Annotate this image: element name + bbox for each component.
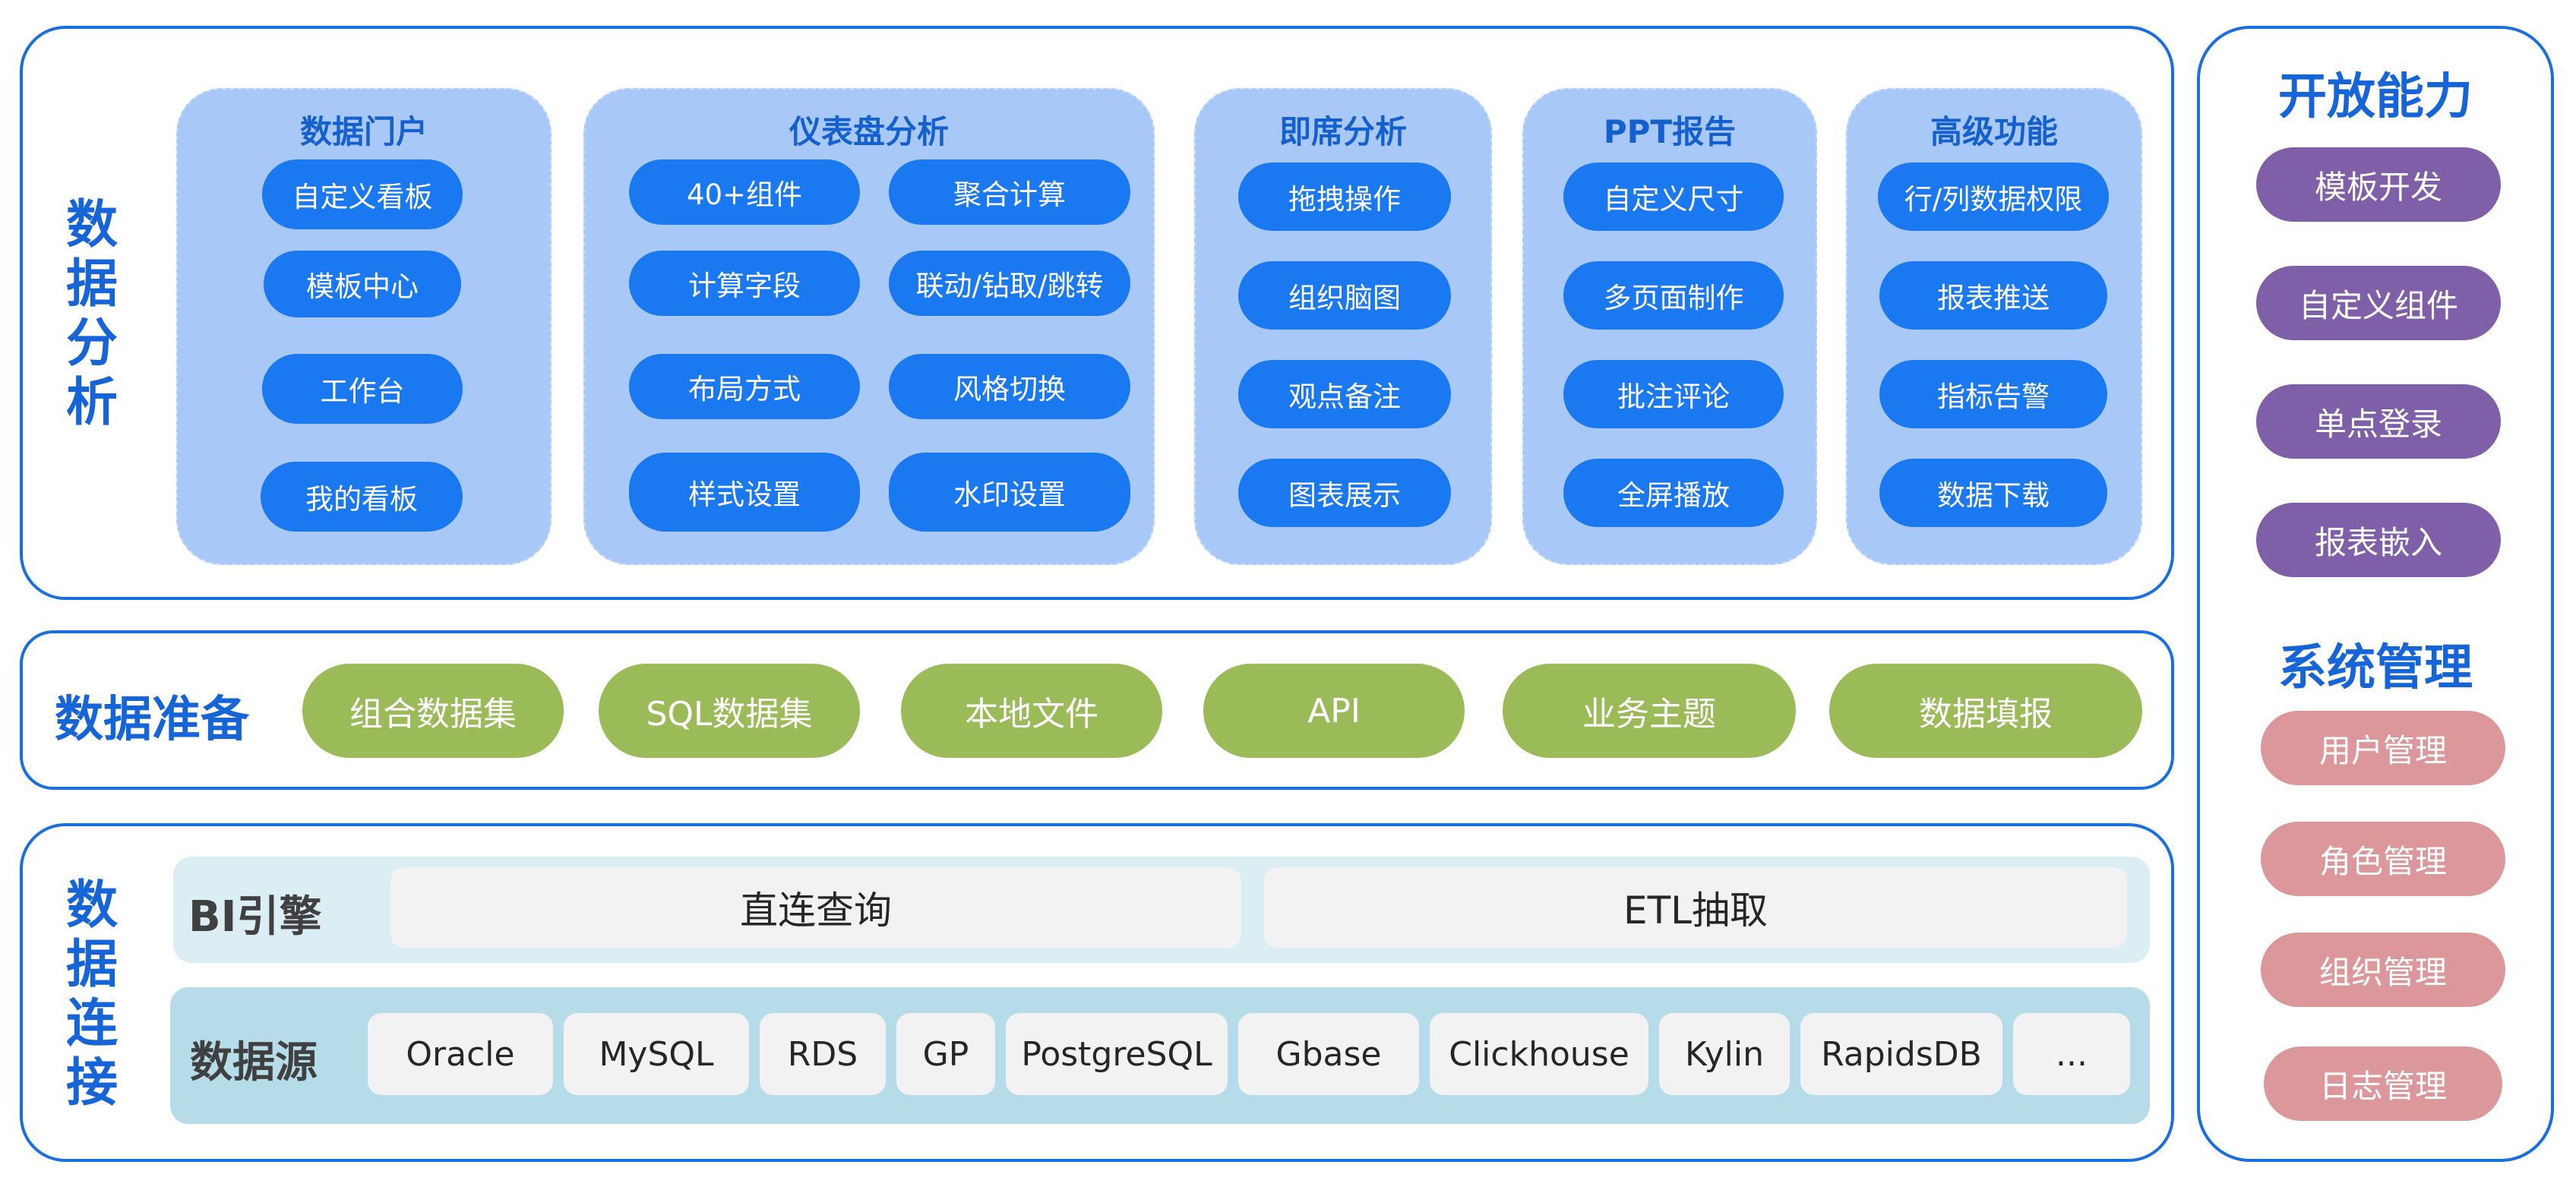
open-item[interactable]: 模板开发 — [2256, 147, 2501, 222]
adhoc-item[interactable]: 拖拽操作 — [1238, 163, 1451, 231]
prep-title: 数据准备 — [55, 692, 249, 748]
prep-item[interactable]: 数据填报 — [1829, 664, 2142, 758]
prep-item[interactable]: 业务主题 — [1503, 664, 1796, 758]
advanced-item[interactable]: 报表推送 — [1879, 261, 2107, 330]
data-source-label: 数据源 — [190, 1038, 318, 1087]
engine-item[interactable]: 直连查询 — [390, 867, 1241, 948]
open-item[interactable]: 单点登录 — [2256, 384, 2501, 459]
connect-panel: 数据连接 BI引擎 直连查询 ETL抽取 数据源 Oracle MySQL RD… — [20, 823, 2174, 1162]
bi-engine-bar: BI引擎 直连查询 ETL抽取 — [173, 857, 2150, 963]
bi-engine-label: BI引擎 — [188, 892, 322, 942]
portal-item[interactable]: 自定义看板 — [262, 159, 463, 229]
dashboard-item[interactable]: 风格切换 — [889, 354, 1130, 419]
source-item[interactable]: RapidsDB — [1800, 1013, 2002, 1095]
ppt-item[interactable]: 批注评论 — [1563, 360, 1784, 428]
prep-item[interactable]: 组合数据集 — [302, 664, 564, 758]
portal-item[interactable]: 工作台 — [262, 354, 463, 424]
portal-item[interactable]: 模板中心 — [264, 251, 461, 317]
group-dashboard-analysis: 仪表盘分析 40+组件 聚合计算 计算字段 联动/钻取/跳转 布局方式 风格切换… — [583, 88, 1155, 565]
prep-panel: 数据准备 组合数据集 SQL数据集 本地文件 API 业务主题 数据填报 — [20, 630, 2174, 790]
adhoc-item[interactable]: 图表展示 — [1238, 459, 1451, 527]
group-title: 仪表盘分析 — [789, 113, 949, 150]
dashboard-item[interactable]: 样式设置 — [629, 453, 860, 532]
source-item[interactable]: PostgreSQL — [1006, 1013, 1228, 1095]
source-item[interactable]: ... — [2013, 1013, 2130, 1095]
prep-item[interactable]: 本地文件 — [901, 664, 1162, 758]
group-adhoc-analysis: 即席分析 拖拽操作 组织脑图 观点备注 图表展示 — [1194, 88, 1492, 565]
system-item[interactable]: 日志管理 — [2264, 1046, 2502, 1121]
dashboard-item[interactable]: 联动/钻取/跳转 — [889, 251, 1130, 316]
prep-item[interactable]: API — [1203, 664, 1465, 758]
dashboard-item[interactable]: 布局方式 — [629, 354, 860, 419]
adhoc-item[interactable]: 组织脑图 — [1238, 261, 1451, 330]
group-ppt-report: PPT报告 自定义尺寸 多页面制作 批注评论 全屏播放 — [1522, 88, 1817, 565]
connect-title: 数据连接 — [65, 876, 118, 1113]
data-source-bar: 数据源 Oracle MySQL RDS GP PostgreSQL Gbase… — [170, 987, 2150, 1124]
system-title: 系统管理 — [2278, 640, 2473, 696]
source-item[interactable]: Oracle — [368, 1013, 553, 1095]
dashboard-item[interactable]: 计算字段 — [629, 251, 860, 316]
open-item[interactable]: 报表嵌入 — [2256, 503, 2501, 577]
source-item[interactable]: Gbase — [1238, 1013, 1419, 1095]
right-panel: 开放能力 模板开发 自定义组件 单点登录 报表嵌入 系统管理 用户管理 角色管理… — [2197, 26, 2554, 1162]
adhoc-item[interactable]: 观点备注 — [1238, 360, 1451, 428]
group-title: PPT报告 — [1603, 113, 1737, 150]
group-data-portal: 数据门户 自定义看板 模板中心 工作台 我的看板 — [176, 88, 552, 565]
portal-item[interactable]: 我的看板 — [261, 462, 463, 532]
ppt-item[interactable]: 自定义尺寸 — [1563, 163, 1784, 231]
ppt-item[interactable]: 全屏播放 — [1563, 459, 1784, 527]
analysis-title: 数据分析 — [65, 195, 118, 433]
dashboard-item[interactable]: 水印设置 — [889, 453, 1130, 532]
source-item[interactable]: GP — [896, 1013, 995, 1095]
advanced-item[interactable]: 行/列数据权限 — [1878, 163, 2109, 231]
ppt-item[interactable]: 多页面制作 — [1563, 261, 1784, 330]
prep-item[interactable]: SQL数据集 — [599, 664, 860, 758]
group-title: 数据门户 — [299, 113, 428, 150]
engine-item[interactable]: ETL抽取 — [1264, 867, 2127, 948]
system-item[interactable]: 角色管理 — [2261, 822, 2505, 896]
open-title: 开放能力 — [2278, 69, 2473, 125]
source-item[interactable]: MySQL — [564, 1013, 749, 1095]
dashboard-item[interactable]: 40+组件 — [629, 159, 860, 225]
advanced-item[interactable]: 指标告警 — [1879, 360, 2107, 428]
analysis-panel: 数据分析 数据门户 自定义看板 模板中心 工作台 我的看板 仪表盘分析 40+组… — [20, 26, 2174, 600]
open-item[interactable]: 自定义组件 — [2256, 266, 2501, 340]
source-item[interactable]: Kylin — [1659, 1013, 1790, 1095]
advanced-item[interactable]: 数据下载 — [1879, 459, 2107, 527]
group-advanced: 高级功能 行/列数据权限 报表推送 指标告警 数据下载 — [1846, 88, 2142, 565]
system-item[interactable]: 用户管理 — [2261, 711, 2505, 785]
dashboard-item[interactable]: 聚合计算 — [889, 159, 1130, 225]
source-item[interactable]: RDS — [760, 1013, 886, 1095]
system-item[interactable]: 组织管理 — [2261, 933, 2505, 1007]
group-title: 高级功能 — [1930, 113, 2058, 150]
source-item[interactable]: Clickhouse — [1430, 1013, 1648, 1095]
group-title: 即席分析 — [1279, 113, 1407, 150]
